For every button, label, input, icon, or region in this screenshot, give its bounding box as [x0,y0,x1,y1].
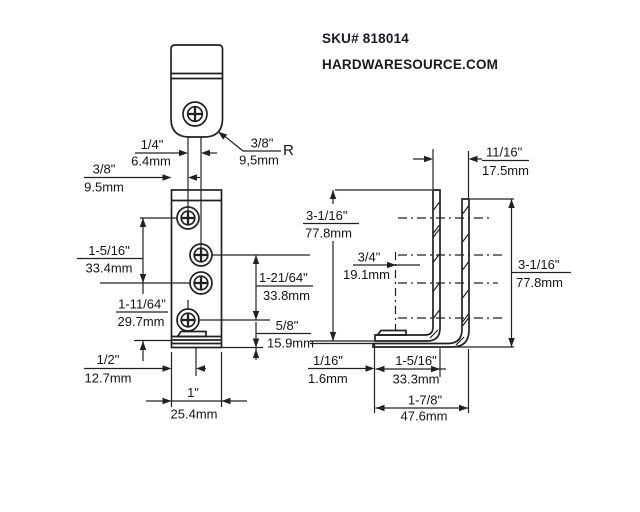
dim-thickness: 1/16" 1.6mm [308,353,375,386]
dim-spacing-right: 1-21/64" 33.8mm [252,255,313,320]
dim-height-left: 3-1/16" 77.8mm [303,190,359,341]
dim-corner-radius-suffix: R [283,142,294,159]
dim-height-left-inch: 3-1/16" [306,208,348,223]
dim-base-offset: 1/2" 12.7mm [84,352,206,386]
dim-plate-width-mm: 25.4mm [171,407,218,422]
inner-flange [374,189,441,342]
site-label: HARDWARESOURCE.COM [322,57,499,72]
front-view [100,189,310,407]
dim-spacing-left-mm: 33.4mm [86,261,133,276]
dim-thickness-inch: 1/16" [313,353,343,368]
dim-corner-radius-inch: 3/8" [251,136,274,151]
screw-hole-4 [176,308,200,332]
side-view [310,149,514,413]
screw-icon [182,101,208,127]
drawing-header: SKU# 818014 HARDWARESOURCE.COM [322,31,498,72]
dim-hole-to-base: 5/8" 15.9mm [252,318,314,360]
dim-leg-inner: 1-5/16" 33.3mm [375,353,446,387]
dim-flange-span-inch: 11/16" [486,145,523,160]
dim-tab-offset-inch: 3/4" [358,250,381,265]
dim-edge-offset: 3/8" 9.5mm [84,162,200,195]
dim-thickness-mm: 1.6mm [308,371,348,386]
sku-label: SKU# 818014 [322,31,410,46]
dim-slot-width-mm: 6.4mm [131,154,171,169]
dim-base-offset-mm: 12.7mm [85,371,132,386]
dim-leg-inner-mm: 33.3mm [393,372,440,387]
dim-tab-offset: 3/4" 19.1mm [343,250,420,282]
dim-corner-radius: 3/8" 9,5mm R [218,131,294,168]
screw-hole-3 [189,271,213,295]
dim-leg-overall: 1-7/8" 47.6mm [375,393,468,424]
dim-slot-width-inch: 1/4" [141,137,164,152]
dim-height-right-inch: 3-1/16" [518,257,560,272]
dim-spacing-lower-inch: 1-11/64" [118,297,166,312]
dim-spacing-right-inch: 1-21/64" [259,270,308,285]
dim-spacing-lower: 1-11/64" 29.7mm [116,297,168,361]
dim-spacing-left: 1-5/16" 33.4mm [77,218,147,294]
dim-flange-span: 11/16" 17.5mm [413,145,529,178]
center-dashes [398,217,506,319]
hatch-marks [429,201,469,346]
dim-spacing-right-mm: 33.8mm [263,288,310,303]
top-view [170,44,224,255]
dim-height-left-mm: 77.8mm [305,226,352,241]
plate-outline [170,189,223,349]
dim-height-right-mm: 77.8mm [516,275,563,290]
side-tab [375,329,407,336]
dim-plate-width-inch: 1" [187,385,199,400]
outer-flange [372,198,470,348]
dim-slot-width: 1/4" 6.4mm [131,137,217,169]
dim-corner-radius-mm: 9,5mm [239,153,279,168]
dim-edge-offset-mm: 9.5mm [84,180,124,195]
dim-edge-offset-inch: 3/8" [93,162,116,177]
dim-spacing-lower-mm: 29.7mm [118,314,165,329]
dim-plate-width: 1" 25.4mm [146,385,247,422]
top-view-body [170,44,224,138]
bottom-tab [175,330,207,338]
dim-spacing-left-inch: 1-5/16" [88,243,130,258]
dim-leg-overall-inch: 1-7/8" [408,393,443,408]
dim-height-right: 3-1/16" 77.8mm [508,199,571,347]
dim-tab-offset-mm: 19.1mm [343,267,390,282]
dim-hole-to-base-mm: 15.9mm [267,336,314,351]
dim-base-offset-inch: 1/2" [97,352,120,367]
dim-leg-inner-inch: 1-5/16" [395,353,437,368]
dim-flange-span-mm: 17.5mm [482,163,529,178]
dim-hole-to-base-inch: 5/8" [276,318,299,333]
dim-leg-overall-mm: 47.6mm [401,409,448,424]
